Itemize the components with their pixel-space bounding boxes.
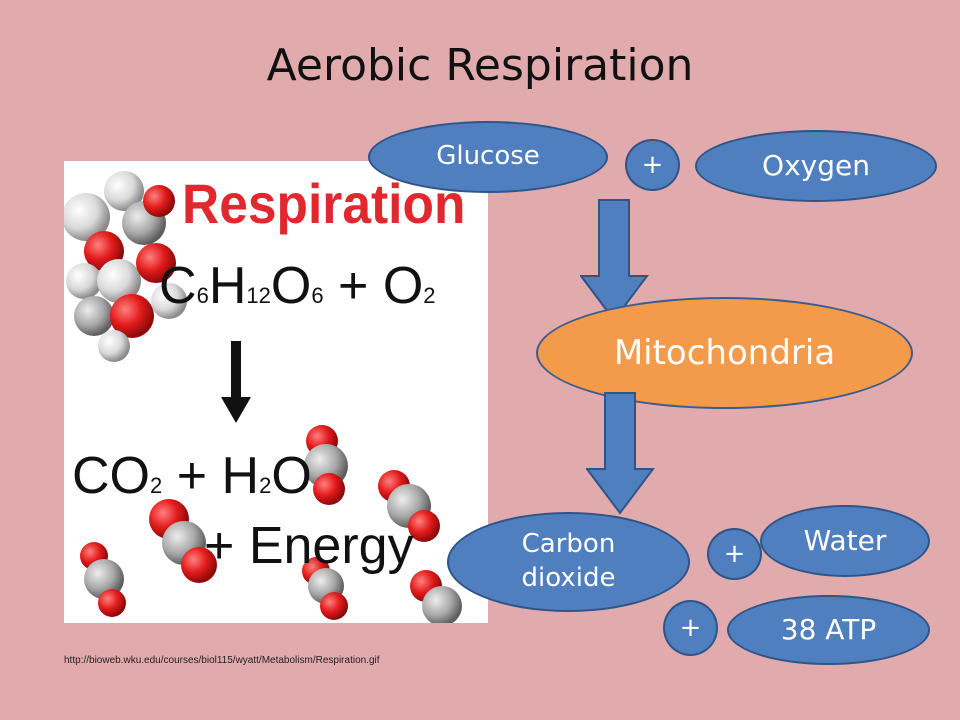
co2-molecule-icon (80, 542, 126, 617)
energy-label: + Energy (204, 517, 414, 575)
down-arrow-icon (586, 392, 655, 515)
atp-oval: 38 ATP (727, 595, 930, 665)
reaction-arrow-icon (221, 341, 251, 423)
slide-title: Aerobic Respiration (266, 40, 694, 91)
respiration-image: Respiration C6H12O6 + O2 CO2 + H2O + Ene… (64, 161, 488, 623)
reactants-equation: C6H12O6 + O2 (159, 257, 436, 315)
plus-sign-bottom: + (663, 600, 718, 656)
carbon-dioxide-oval: Carbon dioxide (447, 512, 690, 612)
mitochondria-oval: Mitochondria (536, 297, 913, 409)
glucose-molecule-icon (64, 171, 187, 362)
water-oval: Water (760, 505, 930, 577)
plus-sign-middle: + (707, 528, 762, 580)
glucose-oval: Glucose (368, 121, 608, 193)
co2-molecule-icon (149, 499, 217, 583)
products-equation: CO2 + H2O (72, 447, 312, 505)
co2-molecule-icon (410, 570, 462, 623)
plus-sign-top: + (625, 139, 680, 191)
oxygen-oval: Oxygen (695, 130, 937, 202)
co2-molecule-icon (302, 557, 348, 620)
water-molecule-icon (304, 425, 348, 505)
source-url: http://bioweb.wku.edu/courses/biol115/wy… (64, 655, 380, 666)
co2-molecule-icon (378, 470, 440, 542)
down-arrow-icon (580, 199, 649, 322)
molecule-illustration (64, 171, 462, 623)
